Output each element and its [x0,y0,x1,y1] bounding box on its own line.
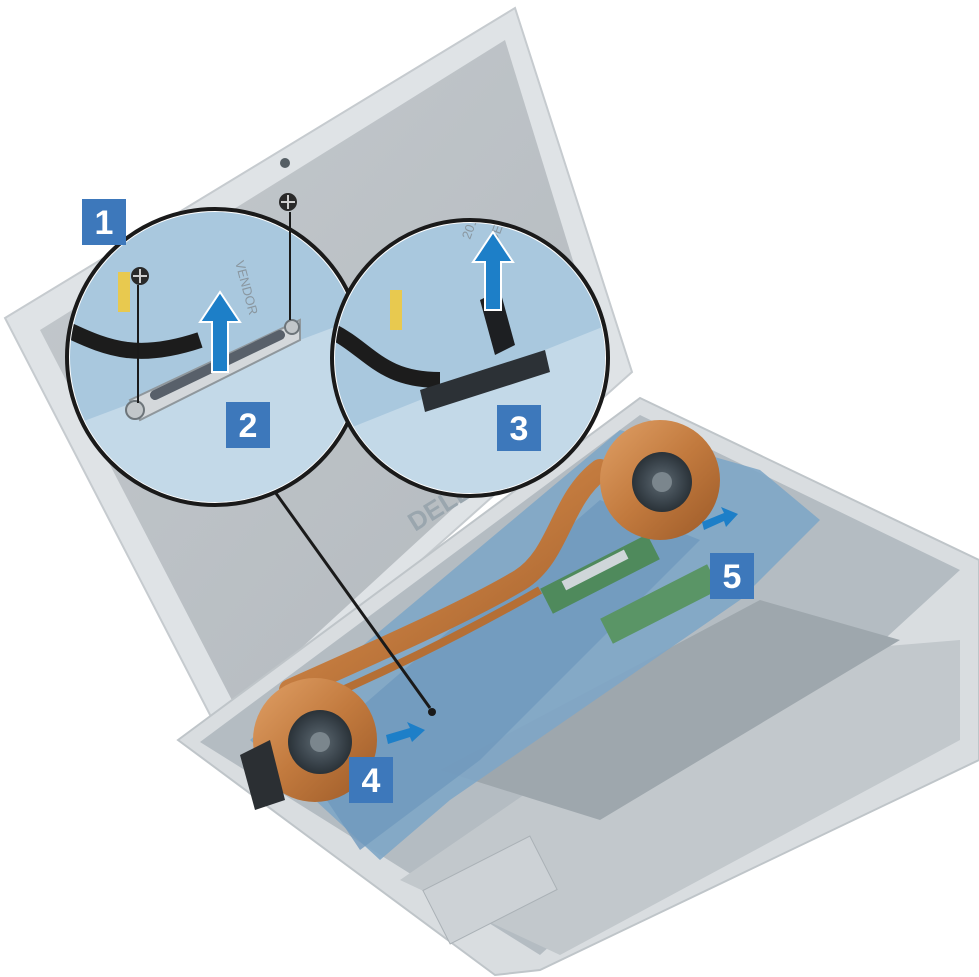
disconnect-fan-cable-arrow-right [702,507,738,530]
svg-text:5: 5 [723,558,742,596]
svg-text:1: 1 [95,204,114,242]
bracket-screw-hole-left [125,400,145,420]
step-badge-4: 4 [349,757,393,803]
zoom-detail-bracket: VENDOR [65,207,365,507]
step-badge-3: 3 [497,405,541,451]
step-badge-2: 2 [226,402,270,448]
heatsink-assembly [240,420,720,810]
memory-modules [540,534,720,644]
heat-pipe [279,459,611,701]
step-badge-5: 5 [710,553,754,599]
touchpad [422,835,558,945]
callout-leader-line [268,484,432,709]
pull-tab-arrow [471,230,515,311]
step-badge-1: 1 [82,199,126,245]
svg-text:3: 3 [510,410,529,448]
disconnect-fan-cable-arrow-left [386,722,425,744]
webcam-icon [280,158,290,168]
screws [131,193,297,403]
svg-text:4: 4 [362,762,381,800]
lift-bracket-arrow [198,290,242,373]
bracket-screw-hole-right [284,319,300,335]
display-cable-connector [420,350,550,412]
svg-text:2: 2 [239,407,258,445]
